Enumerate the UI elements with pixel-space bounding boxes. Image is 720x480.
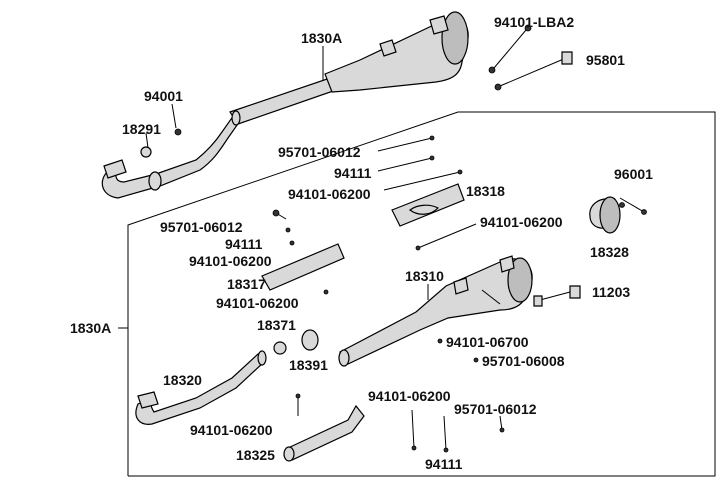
label-94101-06200-f: 94101-06200 <box>190 422 273 438</box>
label-18318: 18318 <box>466 183 505 199</box>
label-11203: 11203 <box>592 284 631 300</box>
label-1830a-top: 1830A <box>301 30 343 46</box>
label-18328: 18328 <box>590 244 629 260</box>
label-95701-06012-b: 95701-06012 <box>160 219 243 235</box>
label-94101-06200-c: 94101-06200 <box>189 253 272 269</box>
label-95701-06012-a: 95701-06012 <box>278 144 361 160</box>
label-18371: 18371 <box>257 317 296 333</box>
label-94101-06700: 94101-06700 <box>446 334 529 350</box>
label-94111-c: 94111 <box>425 456 463 472</box>
label-94111-a: 94111 <box>334 165 372 181</box>
label-18291: 18291 <box>122 121 161 137</box>
top-muffler-assembly <box>101 11 573 199</box>
label-18317: 18317 <box>227 276 266 292</box>
label-94101-06200-a: 94101-06200 <box>288 186 371 202</box>
label-18325: 18325 <box>236 447 275 463</box>
label-18320: 18320 <box>163 372 202 388</box>
label-18310: 18310 <box>405 268 444 284</box>
label-96001: 96001 <box>614 166 653 182</box>
label-94101-06200-b: 94101-06200 <box>480 214 563 230</box>
label-94101-06200-e: 94101-06200 <box>368 388 451 404</box>
label-94001: 94001 <box>144 88 183 104</box>
label-95801: 95801 <box>586 52 625 68</box>
exploded-parts <box>135 135 647 462</box>
label-95701-06008: 95701-06008 <box>482 353 565 369</box>
label-95701-06012-c: 95701-06012 <box>454 401 537 417</box>
label-1830a-side: 1830A <box>70 320 112 336</box>
assembly-outline <box>127 111 716 477</box>
label-94101-06200-d: 94101-06200 <box>216 295 299 311</box>
label-18391: 18391 <box>289 357 328 373</box>
label-94101-lba2: 94101-LBA2 <box>494 14 575 30</box>
label-94111-b: 94111 <box>225 236 263 252</box>
